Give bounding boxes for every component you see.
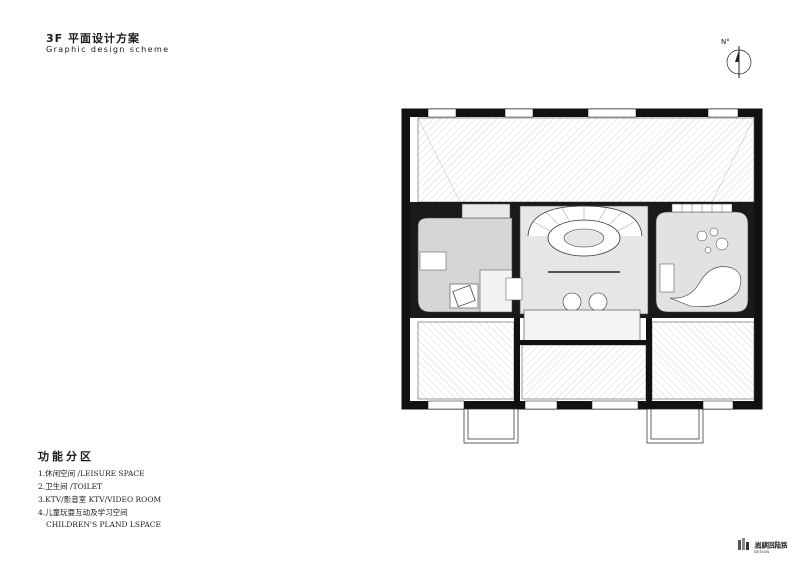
north-label: N° xyxy=(721,38,730,46)
legend-item: 4.儿童玩耍互动及学习空间 xyxy=(38,508,128,517)
north-arrow-icon xyxy=(726,46,752,78)
legend-item: 1.休闲空间 /LEISURE SPACE xyxy=(38,469,145,478)
brand-mark-icon xyxy=(738,538,749,550)
exterior-walls xyxy=(401,108,763,410)
bottom-middle-hatched-zone xyxy=(521,344,647,400)
legend-title: 功能分区 xyxy=(38,450,94,463)
brand-logo: 岩肆回陆铭 xyxy=(738,538,788,550)
page-title: 3F 平面设计方案 xyxy=(46,32,140,45)
legend-item: 3.KTV/影音室 KTV/VIDEO ROOM xyxy=(38,495,162,504)
legend-item-en: CHILDREN'S PLAND LSPACE xyxy=(46,520,162,529)
interior-partitions xyxy=(514,318,652,402)
page-subtitle: Graphic design scheme xyxy=(46,45,170,54)
balconies xyxy=(463,408,704,444)
bottom-left-hatched-zone xyxy=(417,321,515,400)
brand-name: 岩肆回陆铭 xyxy=(755,541,788,549)
legend-item: 2.卫生间 /TOILET xyxy=(38,482,103,491)
brand-subtitle: YANSI LU MING DESIGN xyxy=(754,546,784,554)
top-hatched-zone xyxy=(417,117,755,203)
function-legend: 功能分区 1.休闲空间 /LEISURE SPACE 2.卫生间 /TOILET… xyxy=(38,448,161,530)
interior-band xyxy=(410,202,754,343)
bottom-right-hatched-zone xyxy=(651,321,755,400)
